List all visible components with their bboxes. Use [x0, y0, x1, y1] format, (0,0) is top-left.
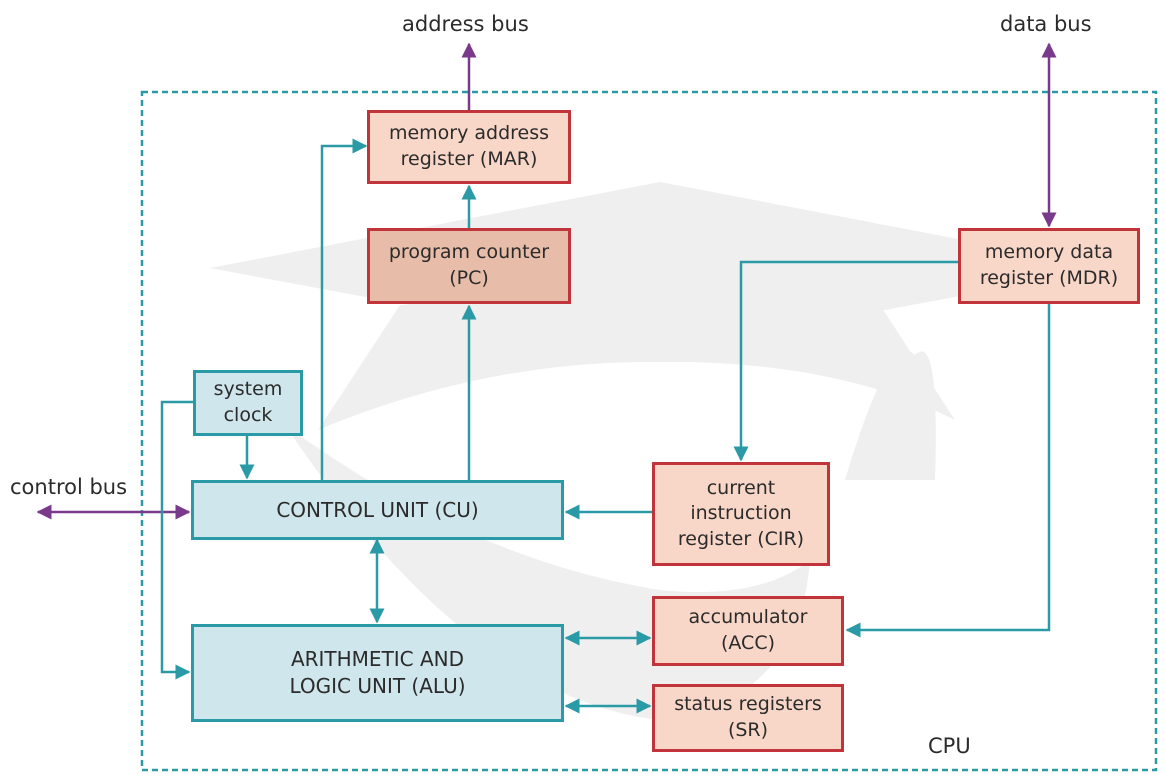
pc-box: program counter (PC) [367, 228, 571, 304]
cir-line-1: current [706, 476, 776, 499]
sr-line-1: status registers [674, 693, 822, 716]
accumulator-box: accumulator (ACC) [652, 596, 844, 666]
cpu-boundary [140, 90, 1158, 772]
cu-to-mar-arrow [320, 138, 368, 480]
sr-line-2: (SR) [727, 719, 769, 741]
alu-line-1: ARITHMETIC AND [290, 647, 465, 671]
control-unit-box: CONTROL UNIT (CU) [191, 480, 564, 540]
alu-line-2: LOGIC UNIT (ALU) [289, 674, 466, 698]
clock-line-2: clock [223, 404, 273, 426]
system-clock-box: system clock [193, 370, 303, 436]
data-bus-label: data bus [1000, 12, 1092, 36]
cir-box: current instruction register (CIR) [652, 462, 830, 566]
mdr-to-acc-arrow [845, 304, 1051, 638]
cir-line-2: instruction [690, 502, 792, 525]
acc-line-1: accumulator [688, 606, 808, 629]
mdr-box: memory data register (MDR) [958, 228, 1140, 304]
mdr-line-2: register (MDR) [979, 267, 1119, 289]
mar-line-2: register (MAR) [400, 148, 538, 170]
mdr-line-1: memory data [984, 241, 1114, 264]
cpu-label: CPU [928, 734, 971, 758]
alu-box: ARITHMETIC AND LOGIC UNIT (ALU) [191, 624, 564, 722]
clock-line-1: system [213, 378, 283, 401]
mar-box: memory address register (MAR) [367, 110, 571, 184]
cir-line-3: register (CIR) [677, 527, 805, 550]
control-bus-label: control bus [10, 475, 128, 499]
mdr-to-cir-arrow [733, 260, 958, 462]
mar-line-1: memory address [388, 122, 550, 145]
clock-to-alu-arrow [160, 400, 193, 680]
pc-line-1: program counter [388, 241, 550, 264]
cu-label: CONTROL UNIT (CU) [276, 497, 479, 522]
address-bus-label: address bus [402, 12, 529, 36]
acc-line-2: (ACC) [720, 632, 776, 654]
pc-line-2: (PC) [449, 267, 489, 289]
status-registers-box: status registers (SR) [652, 684, 844, 752]
